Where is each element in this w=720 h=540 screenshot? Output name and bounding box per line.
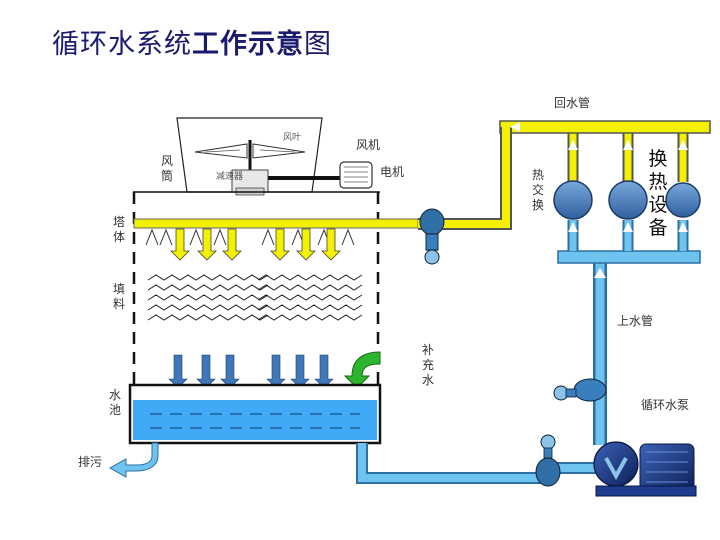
makeup-water-label: 补充水 — [421, 343, 434, 387]
drain-label: 排污 — [78, 455, 103, 469]
fill-media — [147, 274, 363, 321]
fan-blade-icon — [194, 140, 306, 170]
pump-label: 循环水泵 — [641, 398, 690, 412]
return-pipe-label: 回水管 — [554, 96, 591, 110]
basin-label: 水池 — [108, 388, 121, 417]
makeup-water-arrow — [343, 351, 381, 389]
basin — [128, 383, 382, 445]
supply-pipe — [557, 220, 701, 445]
fill-label: 填料 — [112, 282, 125, 311]
circulating-pump-icon — [593, 441, 697, 497]
spray-water-arrows — [170, 228, 341, 261]
heat-exchange-device-label: 换热设备 — [648, 148, 668, 239]
heat-exchange-label: 热交换 — [531, 168, 544, 212]
fan-blade-label: 风叶 — [283, 133, 302, 143]
motor-icon — [339, 161, 373, 189]
falling-water-arrows — [168, 354, 334, 389]
spray-nozzles — [145, 228, 355, 246]
return-pipe — [418, 120, 711, 230]
tower-body-label: 塔体 — [112, 215, 125, 244]
basin-outlet-pipe — [356, 443, 600, 484]
motor-label: 电机 — [380, 165, 405, 179]
fan-label: 风机 — [356, 138, 381, 152]
spray-header-pipe — [133, 218, 419, 229]
title-part-3: 图 — [304, 29, 332, 60]
page-title: 循环水系统工作示意图 — [52, 22, 332, 61]
drain-arrow — [108, 442, 159, 478]
reducer-label: 减速器 — [216, 172, 244, 182]
supply-pipe-label: 上水管 — [617, 314, 654, 328]
outlet-valve-icon — [535, 434, 561, 487]
air-duct-label: 风筒 — [160, 154, 173, 183]
heat-exchanger-icon — [553, 180, 701, 220]
return-valve-icon — [419, 208, 445, 265]
title-part-2: 工作示意 — [192, 29, 304, 60]
title-part-1: 循环水系统 — [52, 29, 192, 60]
supply-valve-icon — [553, 378, 607, 402]
